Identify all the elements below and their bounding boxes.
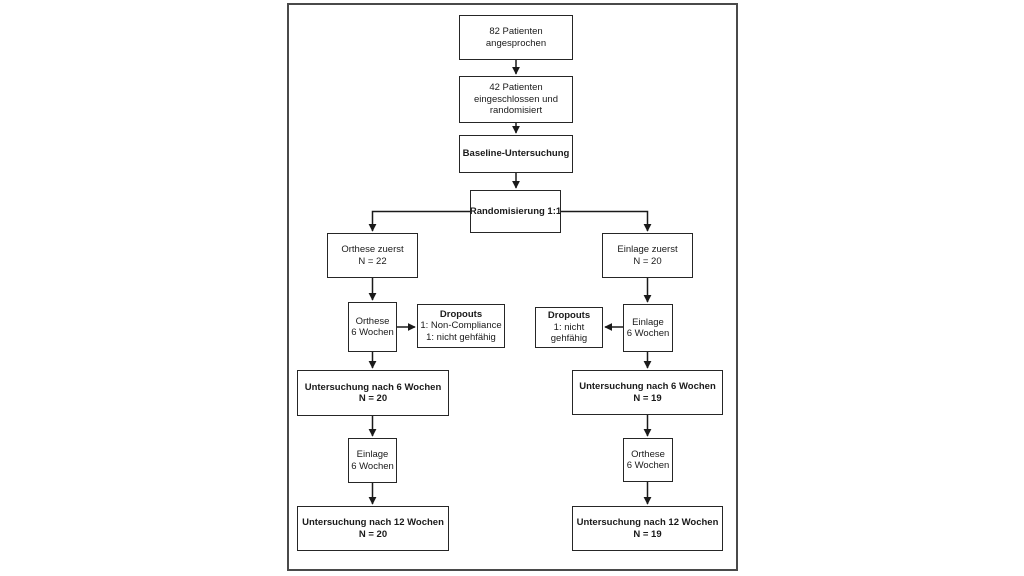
node-dropouts-title: Dropouts	[547, 310, 591, 322]
node-orthosis-6-weeks-right: Orthese 6 Wochen	[623, 438, 673, 482]
node-text-line: Untersuchung nach 12 Wochen	[576, 517, 719, 528]
node-insole-6-weeks-left: Einlage 6 Wochen	[348, 438, 397, 483]
node-orthosis-6-weeks-left: Orthese 6 Wochen	[348, 302, 397, 352]
node-text-line: 1: Non-Compliance	[420, 320, 502, 332]
node-text-line: 1: nicht	[553, 321, 585, 333]
node-text-line: N = 20	[633, 255, 662, 267]
node-text-line: 6 Wochen	[626, 328, 670, 339]
node-exam-12-weeks-left: Untersuchung nach 12 Wochen N = 20	[297, 506, 449, 551]
node-text-line: 6 Wochen	[626, 460, 670, 471]
node-text-line: randomisiert	[489, 105, 543, 117]
node-dropouts-left: Dropouts 1: Non-Compliance 1: nicht gehf…	[417, 304, 505, 348]
node-dropouts-title: Dropouts	[439, 308, 483, 320]
node-insole-first: Einlage zuerst N = 20	[602, 233, 693, 278]
node-text-line: Untersuchung nach 6 Wochen	[304, 381, 442, 393]
node-exam-6-weeks-left: Untersuchung nach 6 Wochen N = 20	[297, 370, 449, 416]
node-text-line: Randomisierung 1:1	[469, 205, 562, 217]
node-text-line: 6 Wochen	[351, 327, 394, 338]
node-text-line: Einlage	[356, 449, 389, 460]
node-text-line: N = 19	[633, 392, 662, 404]
node-baseline-examination: Baseline-Untersuchung	[459, 135, 573, 173]
node-randomization: Randomisierung 1:1	[470, 190, 561, 233]
node-text-line: Untersuchung nach 6 Wochen	[579, 381, 716, 392]
node-text-line: Einlage	[632, 316, 664, 328]
node-patients-approached: 82 Patienten angesprochen	[459, 15, 573, 60]
node-text-line: N = 20	[358, 528, 388, 540]
node-text-line: gehfähig	[550, 333, 588, 345]
node-text-line: N = 22	[358, 255, 387, 267]
node-text-line: eingeschlossen und	[474, 93, 558, 105]
node-text-line: Orthese zuerst	[341, 244, 404, 255]
node-text-line: Baseline-Untersuchung	[462, 148, 570, 160]
node-text-line: Orthese	[355, 315, 390, 327]
node-text-line: 42 Patienten	[489, 82, 543, 94]
node-exam-12-weeks-right: Untersuchung nach 12 Wochen N = 19	[572, 506, 723, 551]
node-text-line: N = 20	[358, 393, 388, 404]
node-insole-6-weeks-right: Einlage 6 Wochen	[623, 304, 673, 352]
node-text-line: Orthese	[631, 448, 665, 460]
node-text-line: Einlage zuerst	[617, 244, 678, 255]
node-patients-enrolled-randomized: 42 Patienten eingeschlossen und randomis…	[459, 76, 573, 123]
node-dropouts-right: Dropouts 1: nicht gehfähig	[535, 307, 603, 348]
node-text-line: 82 Patienten	[489, 26, 543, 37]
node-text-line: 1: nicht gehfähig	[426, 331, 496, 343]
node-exam-6-weeks-right: Untersuchung nach 6 Wochen N = 19	[572, 370, 723, 415]
node-text-line: 6 Wochen	[351, 460, 394, 472]
node-orthosis-first: Orthese zuerst N = 22	[327, 233, 418, 278]
node-text-line: angesprochen	[485, 37, 547, 49]
node-text-line: Untersuchung nach 12 Wochen	[302, 517, 444, 528]
node-text-line: N = 19	[633, 528, 662, 540]
